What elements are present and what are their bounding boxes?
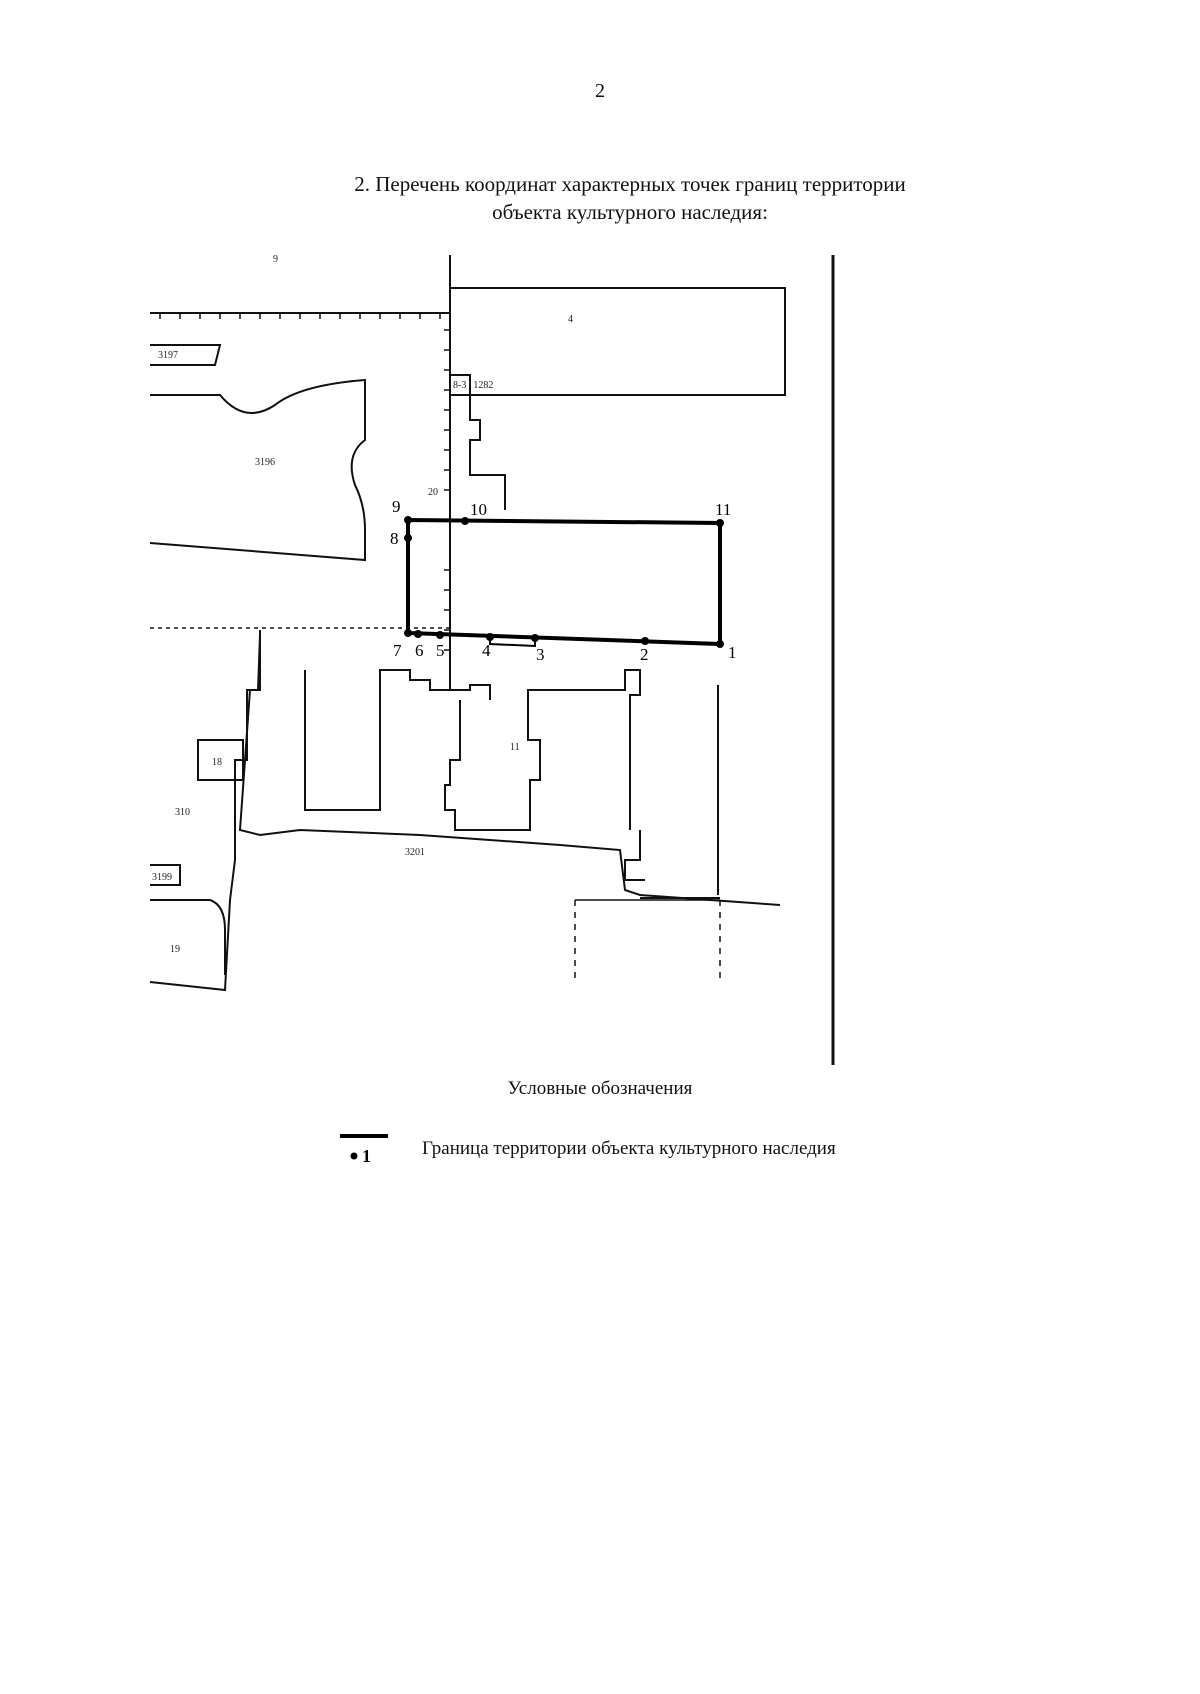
- point-label-4: 4: [482, 641, 491, 660]
- parcel-label-310: 310: [175, 807, 190, 818]
- building-east: [624, 830, 645, 881]
- building-11: [444, 669, 641, 831]
- boundary-point-3: [531, 634, 539, 642]
- point-label-6: 6: [415, 641, 424, 660]
- fence-ticks-bottom: [574, 899, 721, 980]
- heading-line-1: 2. Перечень координат характерных точек …: [354, 172, 906, 196]
- parcel-3199: [150, 864, 181, 886]
- parcel-label-3197: 3197: [158, 350, 178, 361]
- cadastral-map: 1 2 3 4 5 6 7 8 9 10 11 9 4 3197 3196 20…: [150, 254, 835, 1065]
- parcel-label-3196: 3196: [255, 457, 275, 468]
- parcel-4: [449, 287, 786, 396]
- parcel-3197: [150, 344, 222, 366]
- boundary-points: [404, 516, 724, 648]
- inner-courtyard-left: [304, 669, 491, 811]
- heritage-boundary: [406, 517, 722, 648]
- boundary-symbol: 1: [340, 1134, 388, 1166]
- legend-item-text: Граница территории объекта культурного н…: [422, 1138, 836, 1159]
- boundary-point-2: [641, 637, 649, 645]
- point-label-3: 3: [536, 645, 545, 664]
- boundary-point-1: [716, 640, 724, 648]
- point-label-9: 9: [392, 497, 401, 516]
- parcel-3201: [238, 634, 781, 906]
- fence-ticks-vertical: [444, 329, 450, 651]
- boundary-point-9: [404, 516, 412, 524]
- boundary-point-5: [436, 631, 444, 639]
- parcel-3196: [150, 378, 366, 562]
- building-20: [450, 374, 506, 510]
- complex-outline: [150, 630, 261, 992]
- legend-item: 1 Граница территории объекта культурного…: [338, 1132, 836, 1166]
- parcel-label-18: 18: [212, 757, 222, 768]
- legend-symbol-label: 1: [362, 1146, 371, 1166]
- point-label-2: 2: [640, 645, 649, 664]
- page-number: 2: [595, 80, 605, 102]
- boundary-point-10: [461, 517, 469, 525]
- parcel-19: [150, 899, 226, 975]
- parcel-label-4: 4: [568, 314, 573, 325]
- point-label-11: 11: [715, 500, 731, 519]
- point-label-7: 7: [393, 641, 402, 660]
- heading-line-2: объекта культурного наследия:: [492, 200, 768, 224]
- parcel-label-9: 9: [273, 254, 278, 265]
- parcel-label-3201: 3201: [405, 847, 425, 858]
- boundary-point-4: [486, 633, 494, 641]
- parcel-18: [197, 739, 244, 781]
- parcel-label-20: 20: [428, 487, 438, 498]
- legend-title: Условные обозначения: [507, 1078, 693, 1099]
- parcel-label-19: 19: [170, 944, 180, 955]
- fragment-label: 8-3 | 1282: [453, 380, 493, 391]
- fence-ticks-top: [159, 313, 441, 319]
- point-label-1: 1: [728, 643, 737, 662]
- boundary-point-7: [404, 629, 412, 637]
- parcel-label-3199: 3199: [152, 872, 172, 883]
- boundary-point-6: [414, 630, 422, 638]
- boundary-point-8: [404, 534, 412, 542]
- point-label-5: 5: [436, 641, 445, 660]
- parcel-label-11: 11: [510, 742, 520, 753]
- section-heading: 2. Перечень координат характерных точек …: [270, 170, 990, 226]
- boundary-point-11: [716, 519, 724, 527]
- point-label-8: 8: [390, 529, 399, 548]
- point-label-10: 10: [470, 500, 487, 519]
